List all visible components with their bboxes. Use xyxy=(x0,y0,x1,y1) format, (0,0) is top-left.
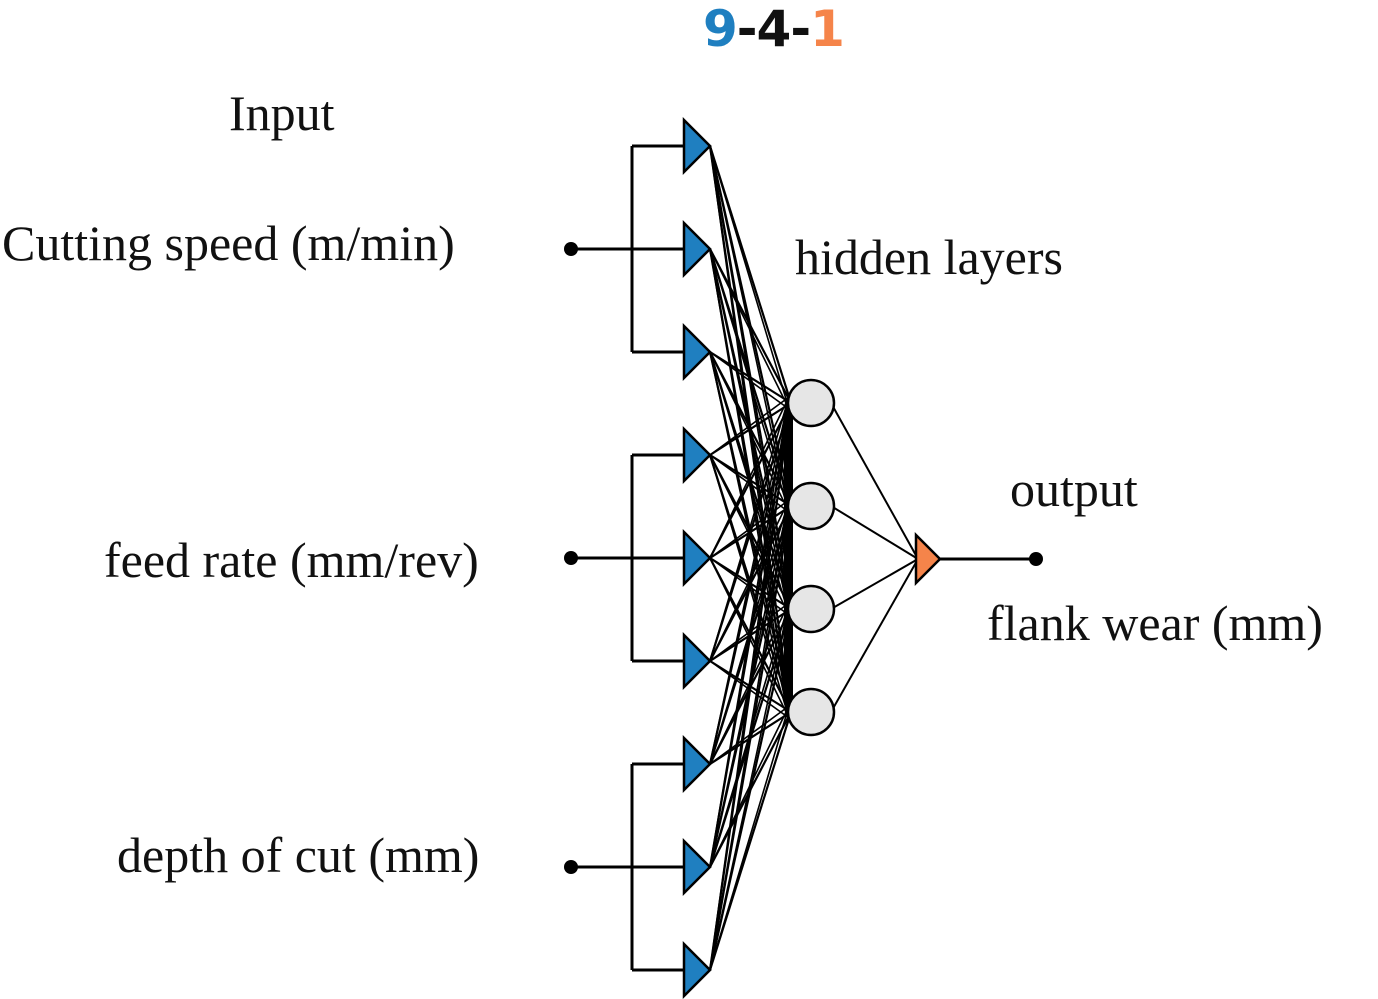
title-output-count: 1 xyxy=(810,0,845,58)
input-neuron-triangle xyxy=(682,734,712,794)
input-neuron-triangle xyxy=(682,425,712,485)
input-neuron-triangle xyxy=(682,528,712,588)
connection-input-hidden xyxy=(709,248,790,410)
connection-hidden-output xyxy=(830,505,919,560)
connection-input-hidden xyxy=(709,145,790,410)
connection-input-hidden xyxy=(709,499,790,971)
input-dot xyxy=(564,860,578,874)
hidden-neuron xyxy=(786,687,836,737)
input-neuron-triangle xyxy=(682,940,712,999)
title-hidden-count: -4- xyxy=(736,0,811,58)
input-neuron-triangle xyxy=(682,219,712,279)
output-neuron-triangle xyxy=(914,531,942,587)
connection-input-hidden xyxy=(709,351,790,410)
input-label-feed-rate: feed rate (mm/rev) xyxy=(104,532,479,588)
connection-input-hidden xyxy=(709,396,790,559)
hidden-neuron xyxy=(786,584,836,634)
hidden-neuron xyxy=(786,481,836,531)
title-input-count: 9 xyxy=(703,0,738,58)
connection-hidden-output xyxy=(830,402,919,560)
hidden-neuron xyxy=(786,378,836,428)
input-neuron-triangle xyxy=(682,837,712,897)
hidden-layers-heading: hidden layers xyxy=(795,229,1063,285)
connection-input-hidden xyxy=(709,602,790,971)
output-label-flank-wear: flank wear (mm) xyxy=(987,595,1323,651)
connection-input-hidden xyxy=(709,396,790,971)
connection-input-hidden xyxy=(709,351,792,404)
input-dot xyxy=(564,242,578,256)
input-heading: Input xyxy=(229,85,335,141)
output-dot xyxy=(1029,552,1043,566)
input-neuron-triangle xyxy=(682,631,712,691)
connection-input-hidden xyxy=(709,705,790,971)
architecture-title: 9-4-1 xyxy=(703,4,845,54)
connection-input-hidden xyxy=(709,396,790,662)
connection-hidden-output xyxy=(830,558,919,610)
connection-hidden-output xyxy=(830,558,919,713)
connection-input-hidden xyxy=(709,402,792,456)
input-label-cutting-speed: Cutting speed (m/min) xyxy=(2,215,455,271)
connection-input-hidden xyxy=(709,396,790,868)
connection-input-hidden xyxy=(709,396,790,765)
input-neuron-triangle xyxy=(682,116,712,176)
input-neuron-triangle xyxy=(682,322,712,382)
output-heading: output xyxy=(1010,461,1138,517)
connection-input-hidden xyxy=(709,396,790,456)
hidden-layer-bundle xyxy=(784,415,793,700)
input-dot xyxy=(564,551,578,565)
input-label-depth-of-cut: depth of cut (mm) xyxy=(117,827,480,883)
